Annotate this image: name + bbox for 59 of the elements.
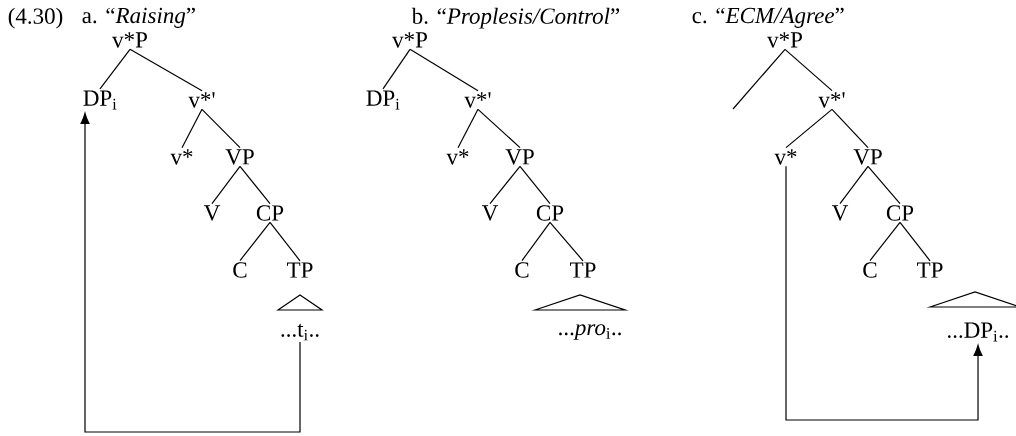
- tree-heading: b. “Proplesis/Control”: [411, 7, 620, 29]
- tree-label: C: [233, 262, 247, 278]
- tree-label: v*: [774, 149, 797, 165]
- tree-branch: [129, 48, 203, 92]
- tree-label: V: [481, 205, 499, 221]
- tree-label: VP: [853, 149, 882, 165]
- tree-label: v*': [188, 92, 215, 108]
- tree-label: DP$_{i}$: [366, 90, 400, 110]
- tree-branch: [181, 108, 203, 149]
- tree-label: C: [863, 262, 877, 278]
- example-number: (4.30): [8, 7, 63, 29]
- tree-branch: [785, 108, 833, 149]
- tree-branch: [839, 165, 869, 205]
- tree-label: C: [515, 262, 529, 278]
- tree-label: v*': [464, 92, 491, 108]
- tree-branch: [867, 165, 901, 205]
- tree-label: v*: [170, 149, 193, 165]
- terminal-string: ...DP$_{i}$..: [947, 322, 1009, 342]
- movement-arrow: [80, 112, 301, 433]
- tree-branch: [784, 48, 833, 92]
- tree-label: TP: [917, 262, 943, 278]
- tree-branch: [521, 221, 551, 262]
- tree-label: V: [203, 205, 221, 221]
- tree-branch: [382, 48, 411, 90]
- tree-branch: [869, 221, 901, 262]
- tree-label: v*P: [392, 32, 427, 48]
- tree-label: TP: [570, 262, 596, 278]
- tree-branch: [457, 108, 479, 149]
- tree-label: v*': [818, 92, 845, 108]
- tree-branch: [732, 48, 786, 110]
- movement-arrow: [785, 165, 983, 421]
- tree-label: v*P: [767, 32, 802, 48]
- tree-branch: [239, 165, 271, 205]
- tree-label: v*: [446, 149, 469, 165]
- tree-label: v*P: [112, 32, 147, 48]
- tree-branch: [269, 221, 301, 262]
- tree-branch: [99, 48, 131, 90]
- tree-branch: [211, 165, 241, 205]
- tree-label: CP: [886, 205, 914, 221]
- tree-branch: [409, 48, 479, 92]
- tree-label: DP$_{i}$: [83, 90, 117, 110]
- tree-branch: [201, 108, 241, 149]
- tree-branch: [549, 221, 584, 262]
- tree-branch: [519, 165, 551, 205]
- tree-label: CP: [256, 205, 284, 221]
- tree-branch: [831, 108, 869, 149]
- tree-label: CP: [536, 205, 564, 221]
- tree-branch: [477, 108, 521, 149]
- tree-branch: [489, 165, 521, 205]
- tree-branch: [239, 221, 271, 262]
- tree-label: V: [831, 205, 849, 221]
- tree-label: VP: [225, 149, 254, 165]
- tree-heading: c. “ECM/Agree”: [692, 7, 844, 28]
- tree-branch: [899, 221, 931, 262]
- tree-label: TP: [287, 262, 313, 278]
- tree-heading: a. “Raising”: [82, 7, 195, 28]
- tree-label: VP: [505, 149, 534, 165]
- terminal-string: ...pro$_{i}$..: [559, 324, 621, 340]
- terminal-string: ...t$_{i}$..: [281, 323, 319, 341]
